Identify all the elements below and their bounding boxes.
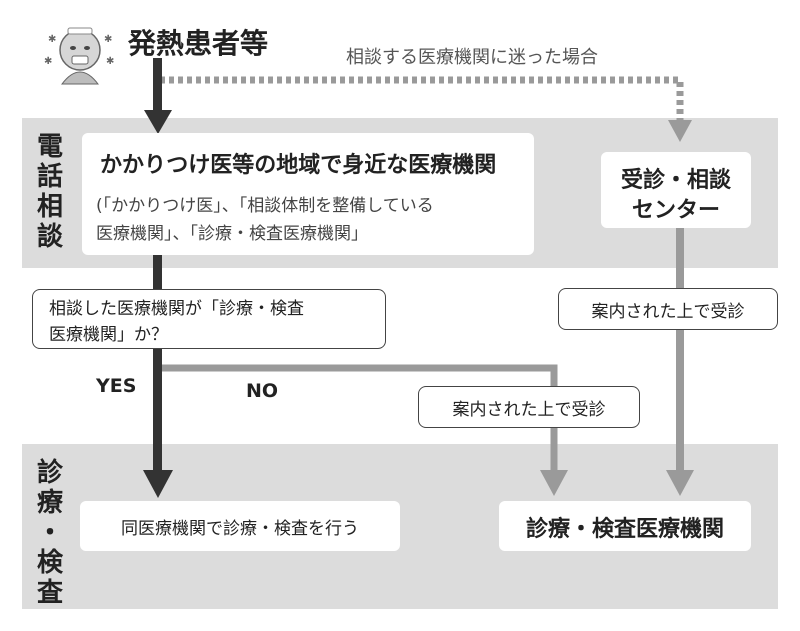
origin-arrowhead (144, 110, 172, 134)
svg-text:✱: ✱ (44, 56, 52, 67)
consult-center-line-2: センター (631, 198, 720, 223)
center-down-shaft (676, 228, 684, 472)
no-label: NO (246, 380, 279, 402)
unsure-label: 相談する医療機関に迷った場合 (346, 47, 598, 68)
question-box: 相談した医療機関が「診療・検査 医療機関」か？ (32, 289, 386, 349)
guided-visit-right-label: 案内された上で受診 (591, 302, 745, 322)
exam-institution-label: 診療・検査医療機関 (525, 517, 724, 542)
question-line-1: 相談した医療機関が「診療・検査 (49, 299, 304, 319)
exam-institution-box: 診療・検査医療機関 (499, 501, 751, 551)
family-doctor-title: かかりつけ医等の地域で身近な医療機関 (100, 153, 497, 178)
guided-visit-right: 案内された上で受診 (558, 288, 778, 330)
family-doctor-note-2: 医療機関」、「診療・検査医療機関」 (96, 224, 368, 244)
origin-label: 発熱患者等 (128, 27, 269, 60)
guided-visit-mid-label: 案内された上で受診 (452, 400, 606, 420)
guided-visit-mid: 案内された上で受診 (418, 386, 640, 428)
consult-center-box: 受診・相談 センター (601, 152, 751, 228)
no-branch-path (162, 364, 558, 472)
yes-label: YES (96, 375, 137, 397)
yes-arrow-shaft (153, 345, 162, 473)
no-arrowhead (540, 470, 568, 496)
same-institution-label: 同医療機関で診療・検査を行う (121, 519, 359, 539)
sick-person-icon: ✱ ✱ ✱ ✱ (44, 27, 114, 85)
unsure-arrowhead (668, 120, 692, 142)
svg-text:✱: ✱ (106, 56, 114, 67)
yes-arrowhead (143, 470, 173, 498)
question-line-2: 医療機関」か？ (49, 325, 168, 345)
family-doctor-box: かかりつけ医等の地域で身近な医療機関 (「かかりつけ医」、「相談体制を整備してい… (82, 133, 534, 255)
svg-text:✱: ✱ (104, 34, 112, 45)
origin-arrow-shaft (153, 58, 162, 114)
consult-center-line-1: 受診・相談 (620, 168, 731, 193)
phone-consult-label: 電 話 相 談 (36, 132, 63, 252)
same-institution-box: 同医療機関で診療・検査を行う (80, 501, 400, 551)
treatment-label: 診 療 ・ 検 査 (36, 458, 63, 608)
unsure-dotted-path (160, 76, 684, 120)
center-arrowhead (666, 470, 694, 496)
family-doctor-note-1: (「かかりつけ医」、「相談体制を整備している (96, 196, 434, 216)
family-down-line (153, 255, 162, 290)
svg-text:✱: ✱ (48, 34, 56, 45)
